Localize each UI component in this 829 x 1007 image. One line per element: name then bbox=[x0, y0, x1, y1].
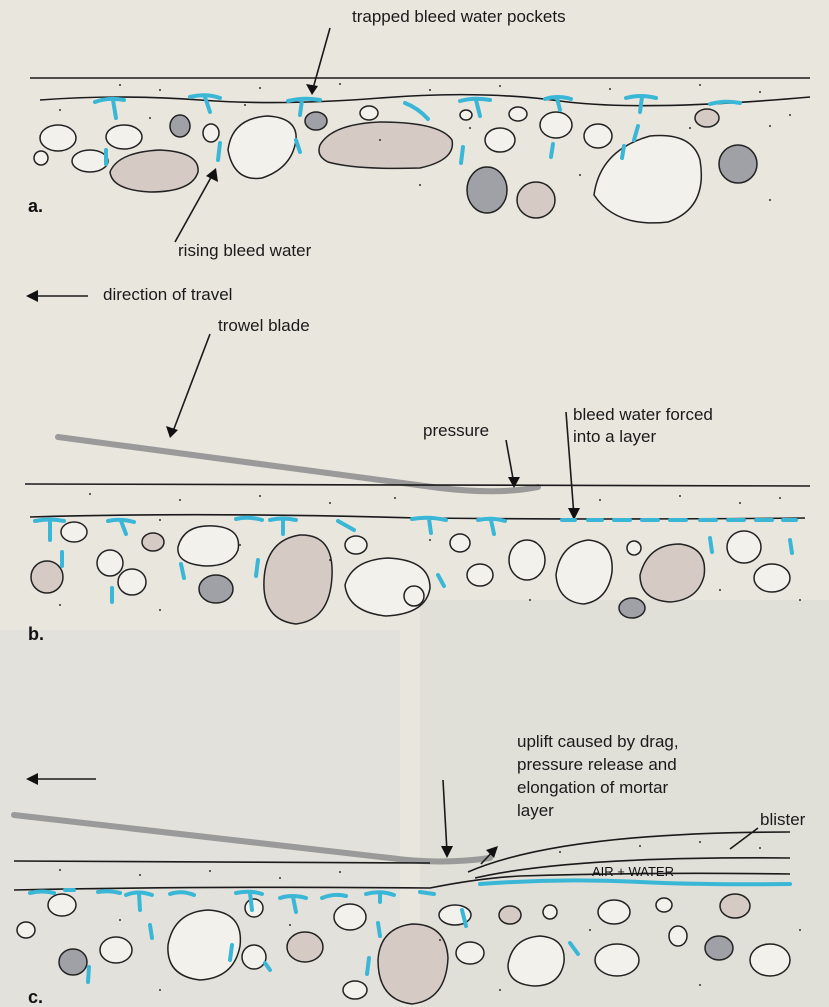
panel-b-letter: b. bbox=[28, 624, 44, 644]
direction-of-travel-label: direction of travel bbox=[103, 285, 232, 304]
rising-water-label: rising bleed water bbox=[178, 241, 312, 260]
uplift-label-line1: uplift caused by drag, bbox=[517, 732, 679, 751]
bleed-forced-label-line2: into a layer bbox=[573, 427, 656, 446]
uplift-label-line4: layer bbox=[517, 801, 554, 820]
panel-c-letter: c. bbox=[28, 987, 43, 1007]
panel-a-letter: a. bbox=[28, 196, 43, 216]
uplift-label-line2: pressure release and bbox=[517, 755, 677, 774]
trapped-pockets-label: trapped bleed water pockets bbox=[352, 7, 566, 26]
uplift-label-line3: elongation of mortar bbox=[517, 778, 669, 797]
blister-label: blister bbox=[760, 810, 806, 829]
air-water-label: AIR + WATER bbox=[592, 864, 674, 879]
bleed-forced-label-line1: bleed water forced bbox=[573, 405, 713, 424]
pressure-label: pressure bbox=[423, 421, 489, 440]
trowel-blade-label: trowel blade bbox=[218, 316, 310, 335]
